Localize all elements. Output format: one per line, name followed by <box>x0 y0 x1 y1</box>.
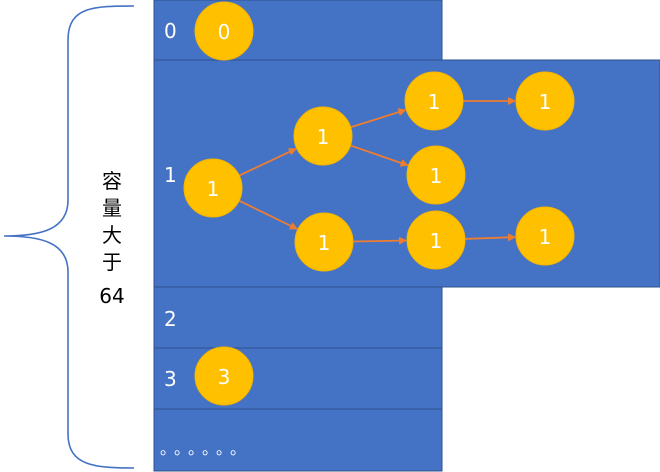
bucket-index-label: 1 <box>164 163 177 187</box>
entry-node-label: 1 <box>428 90 441 114</box>
edge-layer <box>238 97 517 245</box>
entry-node: 1 <box>183 158 243 218</box>
brace-label-char: 于 <box>102 250 122 274</box>
entry-node-label: 1 <box>539 225 552 249</box>
entry-node-label: 3 <box>218 365 231 389</box>
chain-arrow <box>464 233 517 242</box>
brace-label-char: 量 <box>102 196 122 220</box>
brace-label-char: 64 <box>99 284 124 308</box>
entry-node-circle <box>404 71 464 131</box>
bucket-index-label: 0 <box>164 19 177 43</box>
entry-node-circle <box>194 346 254 406</box>
brace-label-char: 大 <box>102 223 122 247</box>
chain-arrow <box>350 144 409 167</box>
entry-node-circle <box>406 145 466 205</box>
chain-arrow <box>238 199 298 230</box>
entry-node-label: 1 <box>317 125 330 149</box>
entry-node-label: 1 <box>430 164 443 188</box>
bucket-cell-2 <box>153 286 443 349</box>
bucket-cell-more <box>153 408 443 472</box>
ellipsis-label: 。。。。。。 <box>160 439 252 458</box>
chain-arrow <box>238 148 297 177</box>
chain-arrow <box>352 236 408 245</box>
entry-node: 1 <box>515 71 575 131</box>
node-layer: 0 1 1 1 1 1 1 1 1 3 <box>183 1 575 406</box>
entry-node-label: 1 <box>539 90 552 114</box>
entry-node-circle <box>183 158 243 218</box>
entry-node-circle <box>194 1 254 61</box>
entry-node-label: 0 <box>218 20 231 44</box>
bucket-index-label: 2 <box>164 307 177 331</box>
entry-node-circle <box>515 206 575 266</box>
entry-node: 1 <box>515 206 575 266</box>
entry-node-circle <box>406 210 466 270</box>
brace-label-char: 容 <box>102 169 122 193</box>
chain-arrow <box>350 108 407 129</box>
left-brace <box>3 5 135 469</box>
entry-node: 1 <box>406 145 466 205</box>
bucket-index-label: 3 <box>164 367 177 391</box>
entry-node-circle <box>294 212 354 272</box>
entry-node-label: 1 <box>318 231 331 255</box>
entry-node: 0 <box>194 1 254 61</box>
entry-node: 1 <box>406 210 466 270</box>
entry-node: 1 <box>404 71 464 131</box>
entry-node: 3 <box>194 346 254 406</box>
entry-node: 1 <box>294 212 354 272</box>
entry-node: 1 <box>293 106 353 166</box>
entry-node-label: 1 <box>207 177 220 201</box>
entry-node-circle <box>515 71 575 131</box>
entry-node-label: 1 <box>430 229 443 253</box>
entry-node-circle <box>293 106 353 166</box>
